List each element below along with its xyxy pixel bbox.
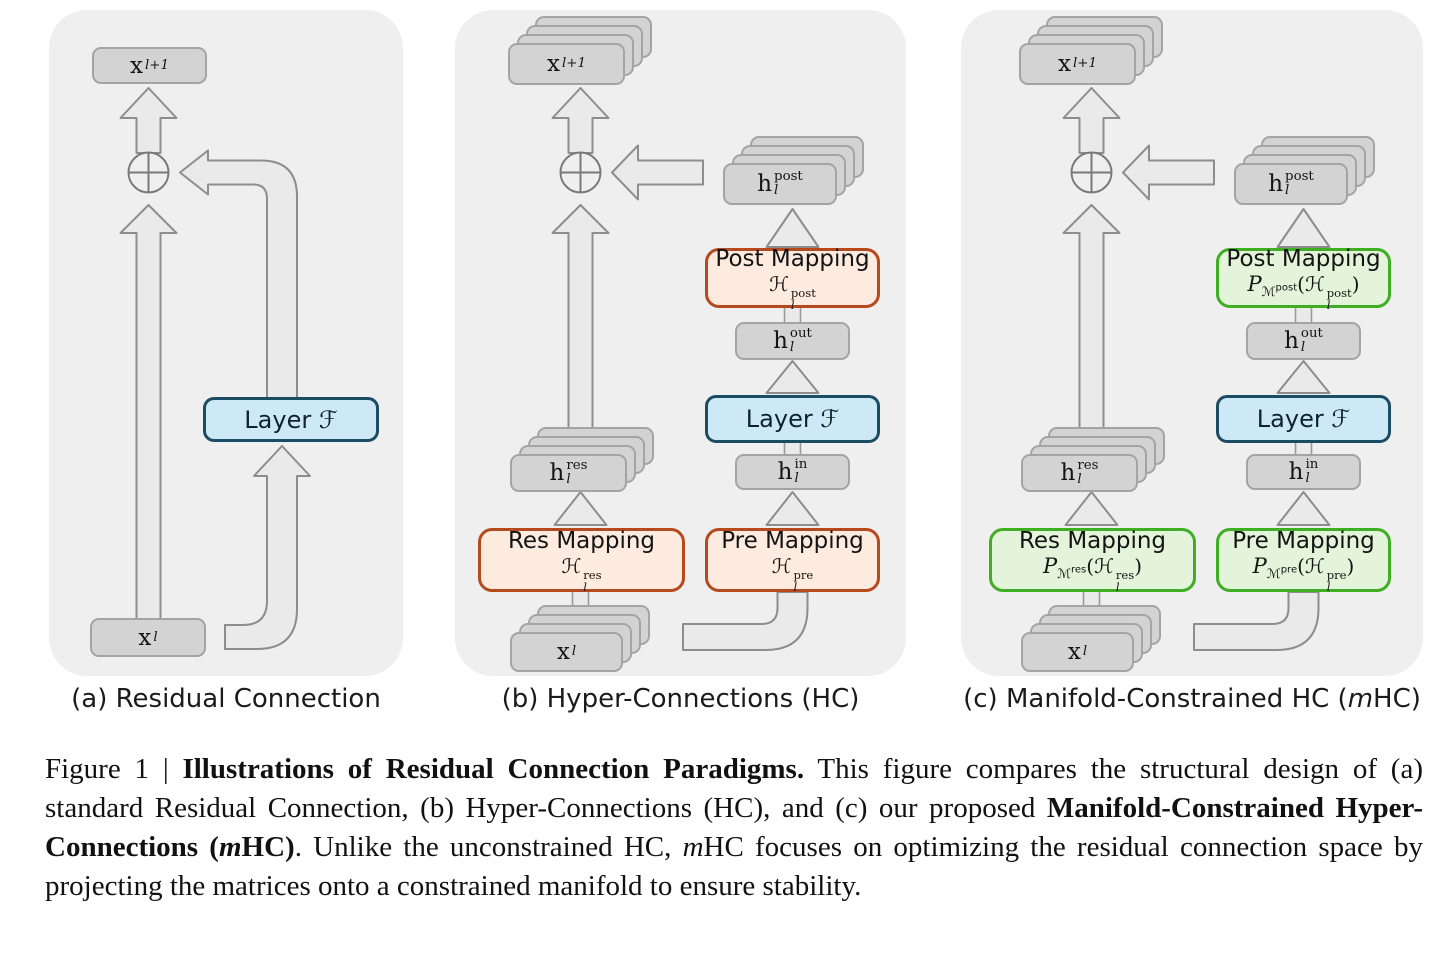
arrow-c-postmap-to-hpost	[1276, 208, 1331, 248]
res-mapping-title: Res Mapping	[1018, 527, 1167, 554]
res-mapping-title: Res Mapping	[507, 527, 656, 554]
layer-f-label: Layer ℱ	[244, 405, 338, 434]
panel-a-background	[49, 10, 403, 676]
arrow-b-resmap-to-hres	[553, 491, 608, 526]
x-next-label: x	[130, 52, 144, 79]
arrow-a-sum-to-output	[119, 87, 178, 154]
arrow-b-layer-to-hout	[765, 360, 820, 394]
node-a-layer-f: Layer ℱ	[203, 397, 379, 442]
pre-mapping-title: Pre Mapping	[1232, 527, 1375, 554]
panel-a-label: (a) Residual Connection	[71, 684, 381, 714]
post-mapping-title: Post Mapping	[715, 245, 870, 272]
arrow-a-input-to-layer	[224, 445, 311, 650]
post-mapping-title: Post Mapping	[1226, 245, 1381, 272]
arrow-a-layer-to-sum	[179, 149, 298, 399]
arrow-c-resmap-to-hres	[1064, 491, 1119, 526]
diagram-arrows	[119, 87, 1331, 651]
arrow-c-layer-to-hout	[1276, 360, 1331, 394]
arrow-c-residual-up	[1062, 204, 1121, 453]
oplus-icon-c	[1070, 151, 1113, 194]
node-c-layer-f: Layer ℱ	[1216, 395, 1391, 443]
arrow-b-hpost-to-sum	[611, 144, 704, 201]
pre-mapping-title: Pre Mapping	[721, 527, 864, 554]
arrow-b-postmap-to-hpost	[765, 208, 820, 248]
arrow-b-input-to-premap	[682, 591, 809, 651]
arrow-c-hpost-to-sum	[1122, 144, 1215, 201]
arrow-c-sum-to-output	[1062, 87, 1121, 154]
panel-b-label: (b) Hyper-Connections (HC)	[501, 684, 860, 714]
arrow-b-premap-to-hin	[765, 491, 820, 526]
arrow-b-sum-to-output	[551, 87, 610, 154]
arrow-a-residual-up	[119, 204, 178, 620]
arrow-c-input-to-premap	[1193, 591, 1320, 651]
oplus-icon-b	[559, 151, 602, 194]
node-b-layer-f: Layer ℱ	[705, 395, 880, 443]
arrow-b-residual-up	[551, 204, 610, 453]
x-input-label: x	[138, 624, 152, 651]
arrow-c-premap-to-hin	[1276, 491, 1331, 526]
oplus-icon-a	[127, 151, 170, 194]
figure-caption: Figure 1 | Illustrations of Residual Con…	[45, 753, 1424, 902]
